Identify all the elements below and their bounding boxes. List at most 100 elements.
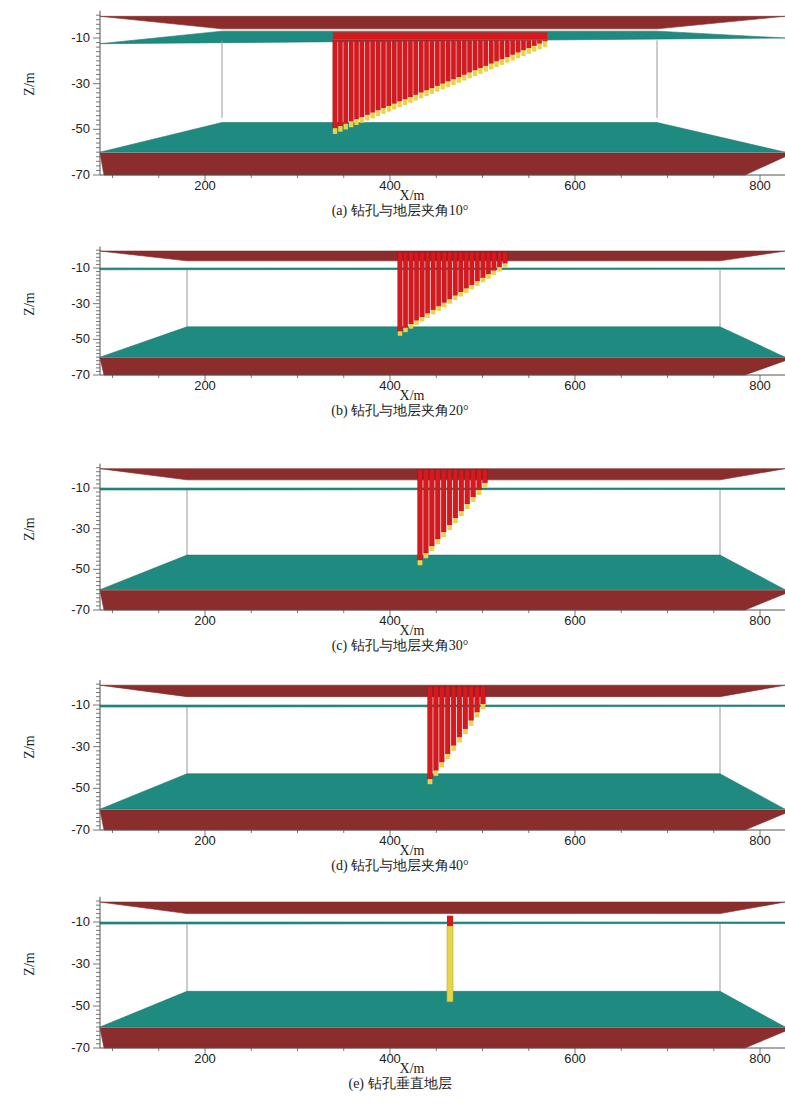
- x-tick: [667, 610, 668, 613]
- z-tick: [96, 601, 100, 602]
- z-tick: [93, 175, 100, 176]
- z-axis-title: Z/m: [22, 292, 37, 315]
- borehole-tip: [532, 46, 536, 52]
- x-tick-label: 400: [379, 179, 401, 193]
- x-tick: [713, 610, 714, 613]
- z-tick: [93, 375, 100, 376]
- z-tick: [93, 129, 100, 130]
- borehole-tip: [470, 285, 474, 289]
- z-tick: [96, 792, 100, 793]
- borehole-tip: [431, 310, 435, 314]
- borehole-tip: [465, 504, 470, 509]
- borehole: [459, 470, 464, 511]
- z-tick: [96, 544, 100, 545]
- borehole: [371, 40, 375, 112]
- borehole: [414, 252, 418, 321]
- x-tick: [713, 175, 714, 178]
- borehole-tip: [483, 483, 488, 488]
- borehole-tip: [408, 97, 412, 103]
- borehole-tip: [424, 553, 429, 558]
- frame-line: [187, 490, 188, 559]
- borehole-tip: [471, 497, 476, 502]
- x-tick: [713, 375, 714, 378]
- borehole-tip: [419, 93, 423, 99]
- x-tick: [621, 830, 622, 833]
- borehole-tip: [403, 328, 407, 332]
- x-tick-label: 800: [749, 834, 771, 848]
- z-tick: [93, 528, 100, 529]
- borehole: [445, 686, 450, 754]
- borehole: [463, 686, 468, 729]
- x-tick-label: 600: [564, 1052, 586, 1066]
- upper-surface: [100, 922, 785, 924]
- borehole-tip: [448, 299, 452, 303]
- borehole-tip: [403, 99, 407, 105]
- x-tick-label: 200: [194, 614, 216, 628]
- z-tick: [96, 943, 100, 944]
- x-tick-label: 600: [564, 614, 586, 628]
- lower-surface: [100, 774, 785, 809]
- borehole-tip: [435, 86, 439, 92]
- borehole: [349, 40, 353, 121]
- z-tick: [96, 780, 100, 781]
- borehole-tip: [462, 75, 466, 81]
- z-tick: [96, 325, 100, 326]
- x-tick: [158, 830, 159, 833]
- z-tick: [96, 364, 100, 365]
- z-tick: [96, 593, 100, 594]
- x-tick: [343, 610, 344, 613]
- z-tick: [96, 367, 100, 368]
- borehole-tip: [503, 264, 507, 268]
- z-tick: [96, 24, 100, 25]
- borehole: [462, 40, 466, 75]
- borehole-tip: [516, 53, 520, 59]
- borehole: [481, 252, 485, 278]
- z-tick: [96, 809, 100, 810]
- borehole: [434, 686, 439, 770]
- z-tick: [96, 524, 100, 525]
- z-tick: [96, 47, 100, 48]
- borehole: [453, 470, 458, 518]
- z-tick: [96, 500, 100, 501]
- z-tick: [96, 42, 100, 43]
- x-tick: [528, 610, 529, 613]
- borehole: [503, 252, 507, 264]
- z-tick: [96, 1031, 100, 1032]
- x-tick: [112, 1048, 113, 1051]
- z-tick: [96, 577, 100, 578]
- x-tick: [112, 830, 113, 833]
- lower-surface: [100, 327, 785, 357]
- z-tick: [96, 74, 100, 75]
- x-tick-label: 200: [194, 1052, 216, 1066]
- frame-line: [187, 707, 188, 778]
- z-tick: [96, 520, 100, 521]
- borehole: [457, 40, 461, 77]
- borehole: [376, 40, 380, 110]
- borehole: [418, 470, 423, 560]
- borehole-tip: [489, 64, 493, 70]
- z-tick: [96, 33, 100, 34]
- borehole: [473, 40, 477, 70]
- borehole-tip: [344, 124, 348, 130]
- x-tick: [343, 830, 344, 833]
- borehole-tip: [463, 729, 468, 734]
- x-tick-label: 400: [379, 379, 401, 393]
- x-tick: [436, 375, 437, 378]
- x-tick: [621, 1048, 622, 1051]
- z-tick: [96, 1027, 100, 1028]
- x-axis-title: X/m: [400, 843, 425, 858]
- borehole: [333, 40, 337, 128]
- z-tick: [93, 1048, 100, 1049]
- z-tick: [96, 492, 100, 493]
- borehole: [419, 40, 423, 92]
- z-tick: [96, 147, 100, 148]
- z-tick: [96, 282, 100, 283]
- z-tick: [93, 788, 100, 789]
- x-tick: [251, 610, 252, 613]
- borehole: [441, 40, 445, 83]
- borehole: [500, 40, 504, 59]
- borehole-tip: [467, 73, 471, 79]
- x-axis: [100, 175, 785, 176]
- borehole-tip: [436, 306, 440, 310]
- borehole: [511, 40, 515, 54]
